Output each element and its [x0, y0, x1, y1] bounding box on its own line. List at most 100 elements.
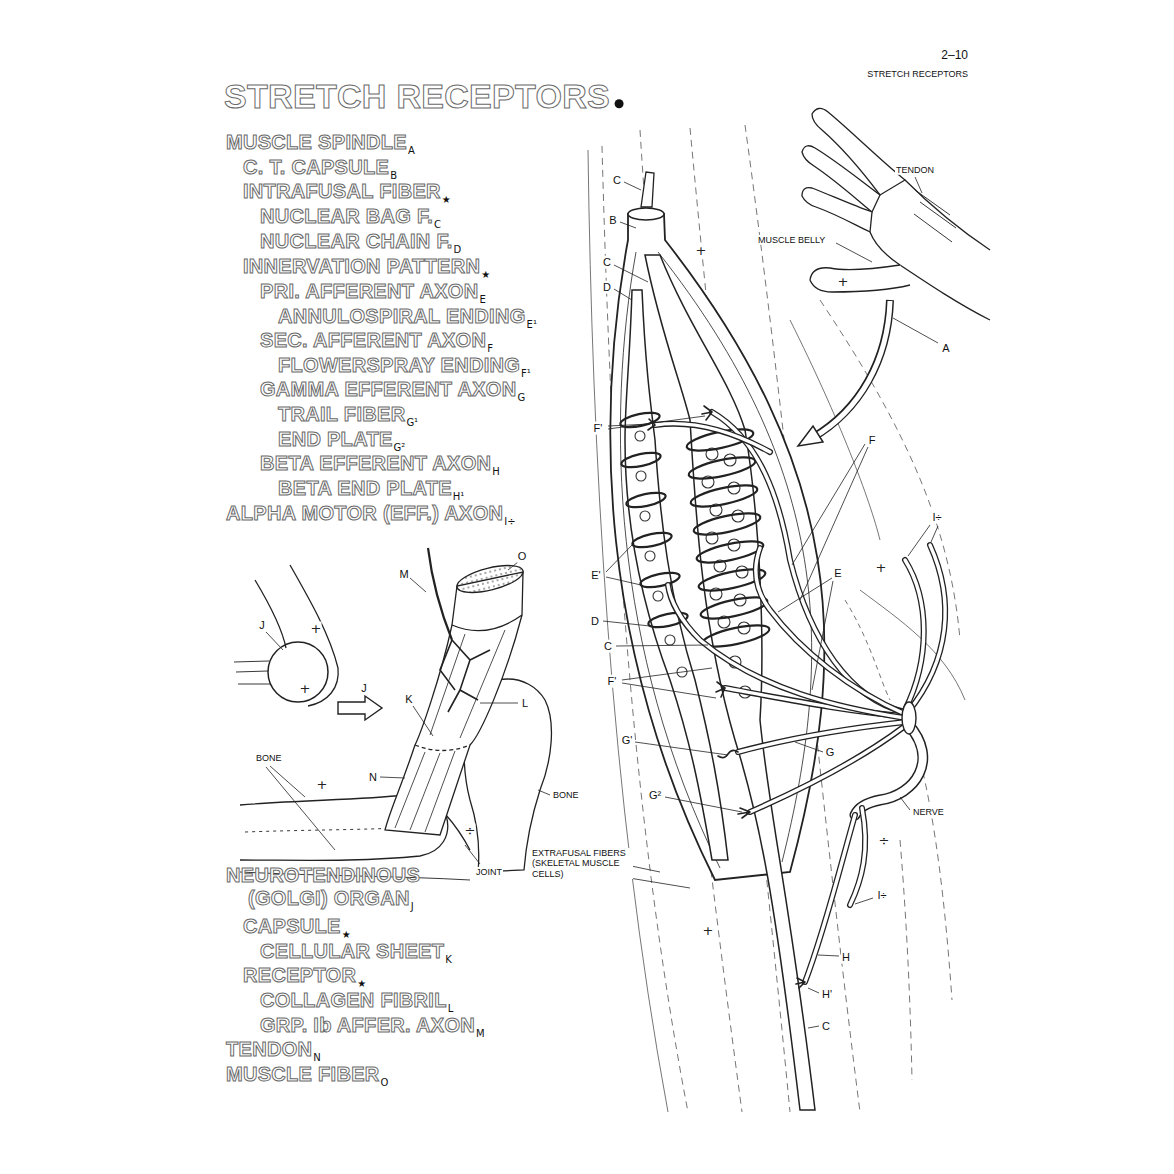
leader-lines — [818, 955, 839, 956]
callout-letter: E' — [591, 569, 600, 581]
label-holder: A — [941, 342, 950, 355]
label-holder: C — [602, 256, 612, 269]
color-mark: + — [311, 621, 322, 636]
leader-lines — [413, 706, 433, 736]
callout-letter: F — [869, 434, 876, 446]
leader-lines — [624, 182, 641, 190]
nuclei — [635, 431, 751, 698]
key-term: TRAIL FIBER — [278, 403, 405, 425]
label-holder: F' — [593, 422, 604, 435]
label-holder: 2–10 — [941, 49, 968, 63]
key-entry: NUCLEAR CHAIN F.D — [260, 230, 461, 253]
callout-letter: B — [609, 214, 616, 226]
label-holder: STRETCH RECEPTORS — [867, 69, 968, 79]
stretch-arrow — [798, 426, 823, 446]
label-holder: JOINT — [475, 867, 503, 877]
callout-letter: H — [842, 951, 850, 963]
spindle-capsule — [610, 214, 824, 880]
part-label: EXTRAFUSAL FIBERS (SKELETAL MUSCLE CELLS… — [532, 848, 626, 879]
key-letter: E — [479, 294, 485, 305]
label-holder: + — [696, 244, 707, 257]
label-holder: L — [521, 697, 529, 710]
key-term: TENDON — [226, 1038, 312, 1060]
label-holder: I÷ — [876, 889, 887, 902]
nuclei — [736, 566, 748, 578]
key-entry: END PLATEG² — [278, 428, 405, 451]
leader-lines — [465, 845, 480, 864]
key-letter: H¹ — [453, 491, 465, 502]
leader-lines — [608, 416, 705, 429]
part-label: BONE — [256, 753, 282, 763]
key-entry: COLLAGEN FIBRILL — [260, 989, 453, 1012]
key-term: CELLULAR SHEET — [260, 940, 444, 962]
callout-letter: G' — [622, 734, 633, 746]
key-term: MUSCLE FIBER — [226, 1063, 380, 1085]
key-term: C. T. CAPSULE — [243, 156, 389, 178]
part-label: MUSCLE BELLY — [758, 235, 825, 245]
color-mark: + — [317, 777, 328, 792]
golgi-figure — [452, 615, 522, 631]
golgi-figure — [395, 751, 455, 832]
key-letter: G² — [394, 442, 406, 453]
golgi-figure — [454, 560, 525, 598]
annulospiral-coils — [631, 530, 673, 550]
key-letter: K — [445, 954, 452, 965]
leader-lines — [616, 645, 708, 646]
axons — [850, 808, 865, 905]
label-holder: O — [517, 550, 528, 563]
key-term: NUCLEAR CHAIN F. — [260, 230, 453, 252]
hand-figure — [802, 188, 872, 232]
axons — [805, 815, 855, 982]
extrafusal-fibers — [920, 760, 952, 1000]
key-letter: H — [492, 466, 500, 477]
nuclei — [665, 635, 675, 645]
callout-letter: M — [399, 568, 408, 580]
leader-lines — [855, 898, 873, 904]
key-entry: BETA END PLATEH¹ — [278, 477, 464, 500]
callout-letter: J — [259, 619, 265, 631]
key-term: INNERVATION PATTERN — [243, 255, 480, 277]
callout-letter: G — [826, 746, 835, 758]
leader-lines — [480, 703, 518, 704]
key-term: END PLATE — [278, 428, 393, 450]
nuclei — [645, 551, 655, 561]
leader-lines — [266, 632, 283, 650]
golgi-figure — [268, 642, 328, 702]
axons — [905, 560, 924, 710]
leader-lines — [778, 578, 833, 690]
leader-lines — [538, 790, 550, 795]
axons — [655, 412, 945, 982]
annulospiral-coils — [625, 490, 667, 510]
callout-letter: N — [369, 771, 377, 783]
label-holder: E' — [590, 569, 601, 582]
hand-figure — [870, 232, 900, 265]
key-letter: G¹ — [406, 417, 418, 428]
key-term: BETA END PLATE — [278, 477, 452, 499]
label-holder: + — [311, 622, 322, 635]
callout-letter: O — [518, 550, 527, 562]
golgi-figure — [385, 572, 523, 835]
key-letter: D — [454, 244, 462, 255]
axons — [756, 548, 905, 714]
color-mark: ÷ — [465, 823, 476, 838]
golgi-figure — [234, 548, 551, 880]
label-holder: N — [368, 771, 378, 784]
extrafusal-fibers — [860, 590, 965, 700]
color-mark: + — [838, 274, 849, 289]
axons — [905, 560, 924, 710]
nerve-terminals — [648, 406, 805, 988]
label-holder: K — [404, 693, 413, 706]
leader-lines — [614, 289, 632, 300]
nuclei — [732, 510, 744, 522]
callout-letter: C — [613, 174, 621, 186]
key-term: SEC. AFFERENT AXON — [260, 329, 486, 351]
key-letter: ★ — [342, 929, 351, 940]
hand-figure — [905, 180, 990, 250]
leader-lines — [508, 562, 518, 570]
leader-lines — [606, 545, 641, 585]
key-letter: J — [411, 901, 414, 912]
key-term: NEUROTENDINOUS (GOLGI) ORGAN — [226, 864, 420, 909]
key-term: COLLAGEN FIBRIL — [260, 989, 447, 1011]
